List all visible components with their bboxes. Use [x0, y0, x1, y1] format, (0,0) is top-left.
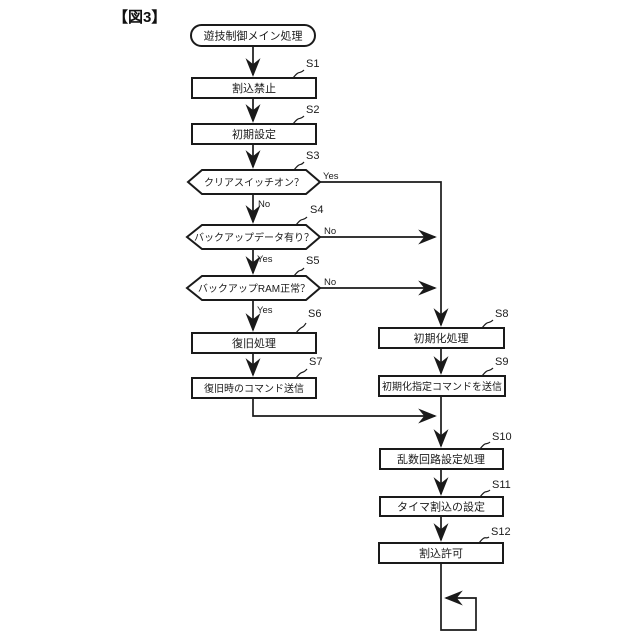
- step-id-s11: S11: [492, 479, 511, 491]
- step-leader-s8: [481, 319, 494, 329]
- step-leader-s12: [478, 536, 490, 544]
- step-leader-s7: [295, 368, 308, 379]
- step-id-s10: S10: [492, 431, 512, 443]
- step-leader-s4: [295, 216, 308, 226]
- step-id-s1: S1: [306, 58, 319, 70]
- step-leader-s11: [479, 489, 491, 498]
- decision-label-s4: バックアップデータ有り？: [194, 231, 314, 244]
- edge-s7-to-rightline: [252, 398, 437, 424]
- figure-label: 【図3】: [113, 8, 166, 26]
- edge-main-loop: [440, 563, 477, 631]
- step-id-s5: S5: [306, 255, 319, 267]
- decision-label-s3: クリアスイッチオン？: [204, 177, 304, 189]
- branch-no-s5: No: [324, 277, 336, 288]
- step-id-s3: S3: [306, 150, 319, 162]
- process-label-s12: 割込許可: [419, 546, 463, 560]
- decision-label-s5: バックアップRAM正常？: [198, 282, 310, 295]
- process-label-s8: 初期化処理: [414, 331, 469, 345]
- nodes: 遊技制御メイン処理 割込禁止 初期設定 クリアスイッチオン？ バックアップデータ…: [185, 24, 506, 564]
- decision-s5: [185, 275, 322, 301]
- process-label-s1: 割込禁止: [232, 81, 276, 95]
- branch-yes-s4: Yes: [257, 254, 273, 265]
- branch-no-s4: No: [324, 226, 336, 237]
- step-id-s9: S9: [495, 356, 508, 368]
- process-label-s6: 復旧処理: [232, 337, 276, 350]
- process-box-s8: [378, 327, 505, 349]
- step-leader-s5: [293, 267, 305, 277]
- process-label-s10: 乱数回路設定処理: [397, 452, 485, 466]
- step-id-s7: S7: [309, 356, 322, 368]
- edges: [245, 46, 477, 631]
- step-ids: S1 S2 S3 S4 S5 S6 S7 S8 S9 S10 S11 S12: [292, 58, 512, 544]
- step-leader-s1: [292, 69, 305, 79]
- process-label-s9: 初期化指定コマンドを送信: [382, 380, 502, 393]
- step-leader-s2: [292, 115, 305, 125]
- branch-yes-s5: Yes: [257, 305, 273, 316]
- process-box-s7: [191, 377, 317, 399]
- decision-s4: [185, 224, 322, 250]
- process-box-s2: [191, 123, 317, 145]
- process-label-s7: 復旧時のコマンド送信: [204, 382, 304, 395]
- process-box-s1: [191, 77, 317, 99]
- process-box-s12: [378, 542, 504, 564]
- decision-s3: [186, 169, 322, 195]
- step-leader-s3: [293, 161, 305, 171]
- process-box-s11: [379, 496, 504, 517]
- step-id-s12: S12: [491, 526, 511, 538]
- step-leader-s10: [479, 441, 491, 450]
- start-label: 遊技制御メイン処理: [204, 29, 303, 43]
- step-id-s4: S4: [310, 204, 323, 216]
- branch-no-s3: No: [258, 199, 270, 210]
- process-box-s6: [191, 332, 317, 354]
- edge-s3-yes-to-s8: [320, 181, 449, 327]
- process-label-s11: タイマ割込の設定: [397, 500, 485, 514]
- step-id-s2: S2: [306, 104, 319, 116]
- branch-yes-s3: Yes: [323, 171, 339, 182]
- branch-labels: Yes No No Yes No Yes: [257, 171, 339, 316]
- process-box-s9: [378, 375, 506, 397]
- step-id-s8: S8: [495, 308, 508, 320]
- start-terminator: [190, 24, 316, 47]
- step-leader-s9: [481, 367, 494, 377]
- process-label-s2: 初期設定: [232, 127, 276, 141]
- step-leader-s6: [295, 322, 307, 334]
- step-id-s6: S6: [308, 308, 321, 320]
- process-box-s10: [379, 448, 504, 470]
